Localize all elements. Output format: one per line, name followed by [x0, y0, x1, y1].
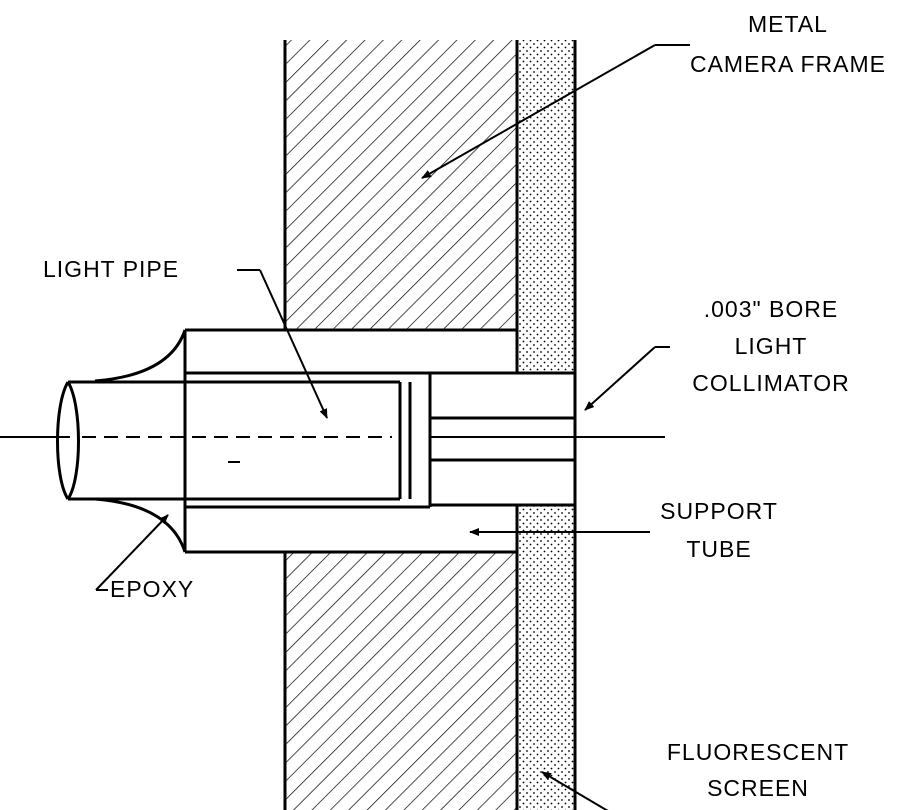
metal-camera-frame	[283, 40, 519, 810]
epoxy-leader	[95, 514, 169, 591]
leader-lines	[95, 44, 690, 810]
label-epoxy: EPOXY	[110, 576, 194, 602]
label-light-pipe: LIGHT PIPE	[43, 256, 179, 282]
label-fluorescent-line1: FLUORESCENT	[667, 739, 849, 765]
label-collimator-line3: COLLIMATOR	[692, 370, 849, 396]
label-metal-line1: METAL	[748, 11, 828, 37]
label-light-line2: LIGHT	[735, 333, 808, 359]
fluorescent-screen-leader	[541, 771, 609, 810]
support-tube	[183, 328, 519, 554]
label-bore-line1: .003" BORE	[704, 296, 839, 322]
metal-camera-frame-leader	[421, 44, 690, 179]
label-support-line1: SUPPORT	[660, 498, 778, 524]
epoxy-fillet	[94, 329, 187, 553]
light-collimator	[428, 371, 577, 507]
label-tube-line2: TUBE	[686, 536, 751, 562]
optical-axis	[0, 436, 665, 463]
label-camera-frame-line2: CAMERA FRAME	[690, 51, 886, 77]
fluorescent-screen	[517, 40, 577, 810]
light-pipe-leader	[237, 269, 328, 419]
label-screen-line2: SCREEN	[707, 775, 809, 801]
labels: METAL CAMERA FRAME LIGHT PIPE .003" BORE…	[43, 11, 886, 801]
light-pipe	[56, 380, 412, 501]
collimator-leader	[584, 346, 670, 411]
